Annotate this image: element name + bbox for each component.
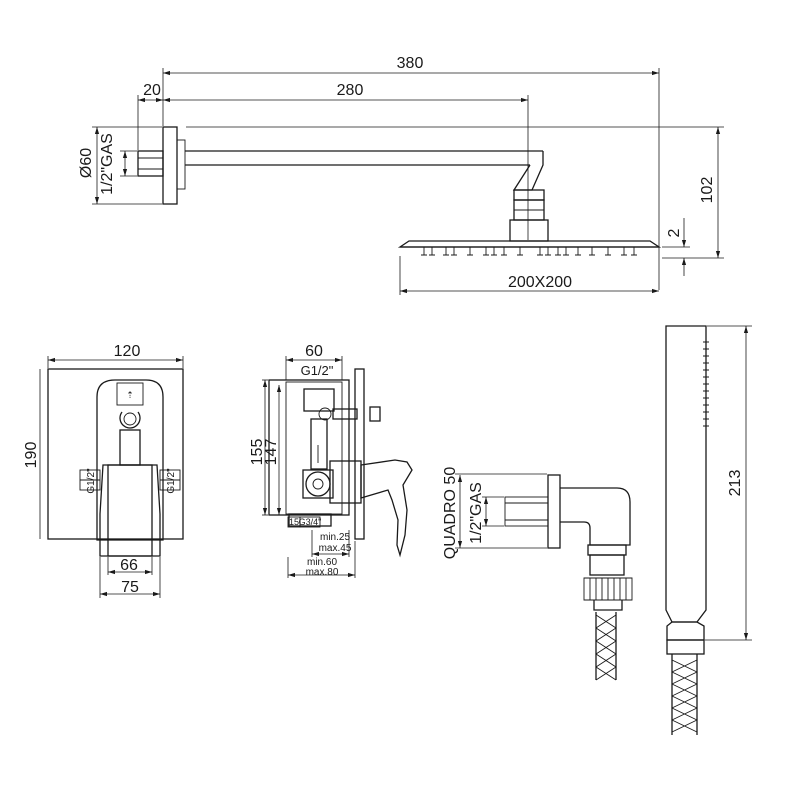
hose-braid — [595, 614, 617, 681]
bottom-outlet — [288, 513, 332, 527]
label-quadro-50: QUADRO 50 — [442, 467, 459, 560]
label-75: 75 — [121, 579, 139, 596]
label-60: 60 — [305, 343, 323, 360]
arrow-up-icon: ⇡ — [126, 390, 134, 400]
label-2: 2 — [666, 228, 683, 237]
cover-plate-outline — [47, 368, 184, 540]
hand-shower-hose — [671, 659, 698, 733]
label-120: 120 — [114, 343, 141, 360]
label-left-port: G1/2" — [86, 468, 97, 494]
mixer-lever — [360, 459, 413, 558]
hose-nut — [587, 544, 627, 556]
label-bottom-offset: 15 — [289, 517, 299, 527]
swivel-joint — [513, 189, 545, 201]
wall-box-outer — [268, 379, 350, 516]
arm-elbow — [512, 151, 544, 191]
shower-arm-view: 380 280 20 102 2 200X200 Ø60 1/2"GAS — [78, 55, 724, 295]
label-outlet-thread: G3/4" — [299, 517, 322, 527]
mixer-body-outline — [96, 379, 164, 541]
label-max-80: max.80 — [306, 567, 339, 578]
hand-shower-nozzles — [703, 341, 709, 427]
cover-plate-view: ⇡ G1/2" G1/2" 120 190 66 75 — [23, 343, 184, 598]
outlet-flange — [547, 474, 561, 549]
label-right-port: G1/2" — [166, 468, 177, 494]
center-stem — [310, 418, 328, 470]
inner-box — [107, 464, 153, 557]
label-190: 190 — [23, 442, 40, 469]
hand-shower-view: 213 — [665, 325, 752, 735]
flange-rim — [176, 139, 186, 190]
label-top-thread: G1/2" — [301, 363, 334, 378]
wall-outlet-view: QUADRO 50 1/2"GAS — [442, 467, 633, 681]
label-min-60: min.60 — [307, 557, 337, 568]
label-213: 213 — [727, 470, 744, 497]
head-nozzles — [423, 247, 635, 255]
finish-plate — [354, 368, 365, 540]
label-min-25: min.25 — [320, 532, 350, 543]
hand-shower-body — [665, 325, 707, 623]
label-147: 147 — [263, 439, 280, 466]
label-outlet-gas: 1/2"GAS — [468, 482, 485, 544]
label-66: 66 — [120, 557, 138, 574]
thread-stub — [137, 150, 164, 177]
mixer-housing — [99, 464, 161, 557]
label-thread-gas: 1/2"GAS — [99, 133, 116, 195]
label-max-45: max.45 — [319, 543, 352, 554]
lower-cartridge — [305, 471, 331, 497]
cartridge-ring — [119, 411, 141, 429]
label-155: 155 — [249, 439, 266, 466]
wall-flange — [162, 126, 178, 205]
label-20: 20 — [143, 82, 161, 99]
label-280: 280 — [337, 82, 364, 99]
valve-stem — [119, 429, 141, 466]
cartridge-outlet-box — [116, 382, 144, 406]
outlet-thread-block — [504, 496, 549, 527]
hose-nut-knurl — [583, 577, 633, 601]
top-inlet — [303, 388, 335, 412]
outlet-elbow — [560, 487, 631, 546]
spindle — [329, 460, 362, 504]
label-102: 102 — [699, 177, 716, 204]
mixer-section-view: 60 G1/2" 155 147 15 G3/4" min.25 max.45 … — [249, 343, 413, 578]
side-cap — [369, 406, 381, 422]
hand-shower-neck — [666, 621, 705, 641]
label-diameter-60: Ø60 — [78, 148, 95, 178]
label-380: 380 — [397, 55, 424, 72]
shower-head — [397, 240, 662, 248]
label-200x200: 200X200 — [508, 274, 572, 291]
